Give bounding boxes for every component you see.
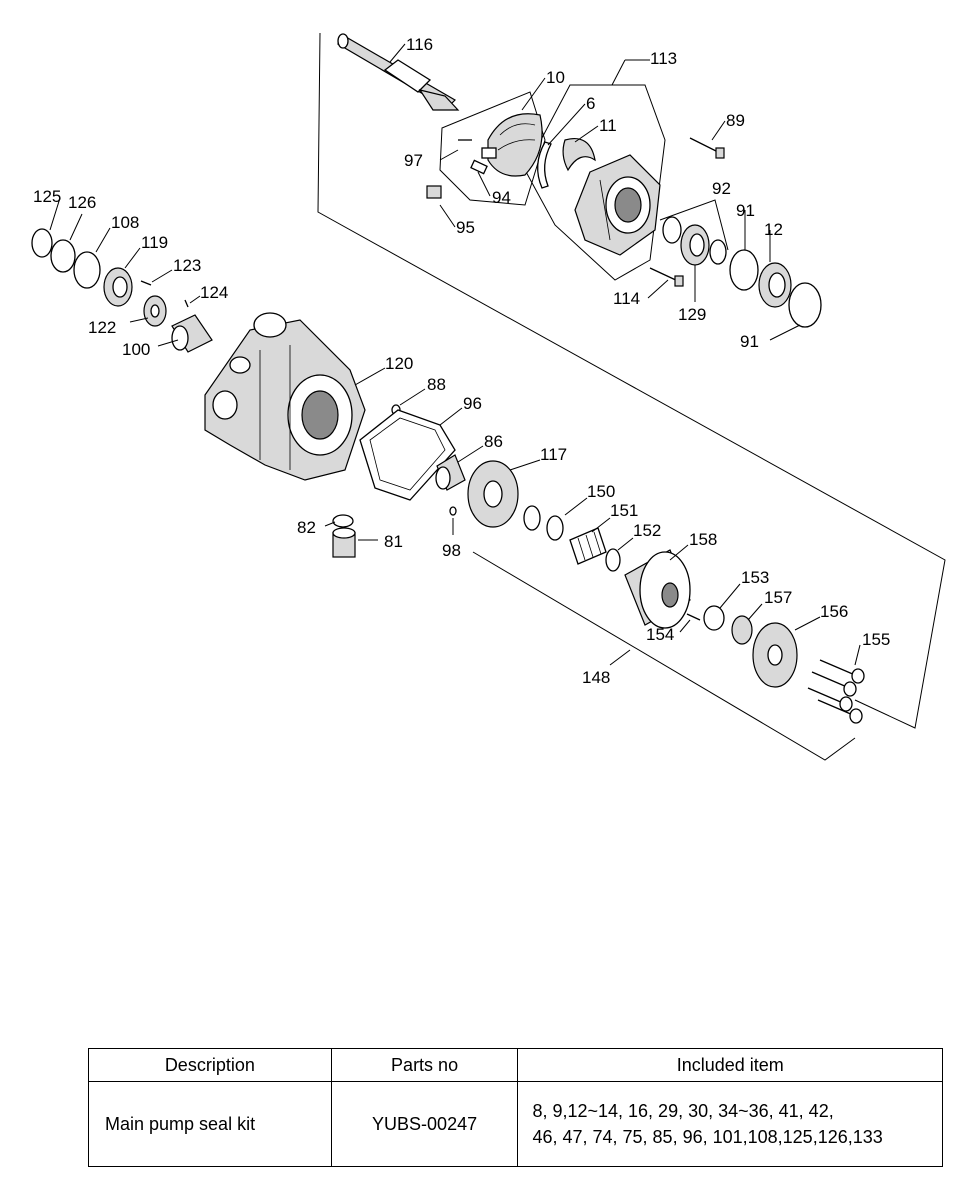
callout-label: 153 [741,568,769,587]
callout-label: 125 [33,187,61,206]
table-header-row: Description Parts no Included item [88,1048,943,1082]
pin-123 [140,280,152,286]
callout-label: 126 [68,193,96,212]
included-line-1: 8, 9,12~14, 16, 29, 30, 34~36, 41, 42, [532,1101,834,1121]
pin-94 [470,159,488,175]
snap-ring-91-lower [788,282,822,328]
callout-label: 155 [862,630,890,649]
included-line-2: 46, 47, 74, 75, 85, 96, 101,108,125,126,… [532,1127,883,1147]
callout-label: 114 [613,289,640,308]
callout-label: 10 [546,68,565,87]
retainer-plate-156 [752,622,798,688]
callout-label: 148 [582,668,610,687]
callout-label: 81 [384,532,403,551]
callout-label: 158 [689,530,717,549]
gear-122 [143,295,167,327]
callout-label: 119 [141,233,168,252]
oring-125 [31,228,53,258]
group-outline-upper [317,32,946,729]
callout-label: 91 [740,332,759,351]
bushing-86 [435,454,466,491]
callout-label: 156 [820,602,848,621]
callout-label: 91 [736,201,755,220]
ring-152 [605,548,621,572]
group-outline-92 [659,199,729,251]
bolt-114 [649,267,684,287]
callout-label: 96 [463,394,482,413]
callout-label: 11 [599,116,617,135]
header-description: Description [88,1048,332,1082]
drive-shaft-116 [336,33,460,111]
seal-12 [758,262,792,308]
callout-label: 95 [456,218,475,237]
callout-labels: 116 10 113 6 11 89 97 94 95 92 91 12 114… [33,35,890,687]
callout-label: 89 [726,111,745,130]
block-95 [426,185,442,199]
pin-124 [184,299,189,308]
bearing-119 [103,267,133,307]
oring-82 [332,514,354,528]
sleeve-100 [171,314,213,353]
callout-label: 150 [587,482,615,501]
spherical-bush-153 [703,605,725,631]
callout-label: 129 [678,305,706,324]
callout-label: 94 [492,188,511,207]
callout-label: 117 [540,445,567,464]
callout-label: 108 [111,213,139,232]
callout-label: 122 [88,318,116,337]
callout-label: 98 [442,541,461,560]
callout-label: 123 [173,256,201,275]
pump-casing-120 [204,312,366,481]
seal-kit-table: Description Parts no Included item Main … [88,1048,943,1167]
leader-lines [49,43,861,666]
callout-label: 157 [764,588,792,607]
callout-label: 100 [122,340,150,359]
ring-150-left [523,505,541,531]
callout-label: 88 [427,375,446,394]
callout-label: 120 [385,354,413,373]
callout-label: 97 [404,151,423,170]
table-row: Main pump seal kit YUBS-00247 8, 9,12~14… [88,1081,943,1167]
exploded-parts-diagram: 116 10 113 6 11 89 97 94 95 92 91 12 114… [31,32,946,761]
callout-label: 92 [712,179,731,198]
gasket-96 [359,409,456,501]
callout-label: 82 [297,518,316,537]
callout-label: 151 [610,501,638,520]
oring-92-left [662,216,682,244]
header-parts-no: Parts no [330,1048,519,1082]
plate-6 [537,141,552,189]
callout-label: 113 [650,49,677,68]
bearing-129 [680,224,710,266]
valve-plate-117 [467,460,519,528]
callout-label: 154 [646,625,674,644]
callout-label: 86 [484,432,503,451]
callout-label: 152 [633,521,661,540]
cell-description: Main pump seal kit [88,1081,332,1167]
callout-label: 124 [200,283,228,302]
oring-92-right [709,239,727,265]
cell-included-items: 8, 9,12~14, 16, 29, 30, 34~36, 41, 42, 4… [517,1081,943,1167]
ring-150 [546,515,564,541]
bushing-11 [562,138,596,172]
cylinder-block-158 [624,549,691,629]
callout-label: 116 [406,35,433,54]
plug-81 [332,527,356,558]
group-outline-148 [472,551,856,761]
callout-label: 12 [764,220,783,239]
bolt-89 [689,137,725,159]
end-housing-113 [574,154,661,256]
group-outline-10 [439,91,546,206]
pistons-155 [807,659,865,724]
swash-plate-10 [481,113,543,177]
oring-126 [50,239,76,273]
snap-ring-91-upper [729,249,759,291]
cell-parts-no: YUBS-00247 [330,1081,519,1167]
pin-154 [686,613,701,621]
pin-98 [449,506,457,516]
guide-157 [731,615,753,645]
spring-151 [569,527,607,565]
header-included-item: Included item [517,1048,943,1082]
callout-label: 6 [586,94,595,113]
oring-108 [73,251,101,289]
